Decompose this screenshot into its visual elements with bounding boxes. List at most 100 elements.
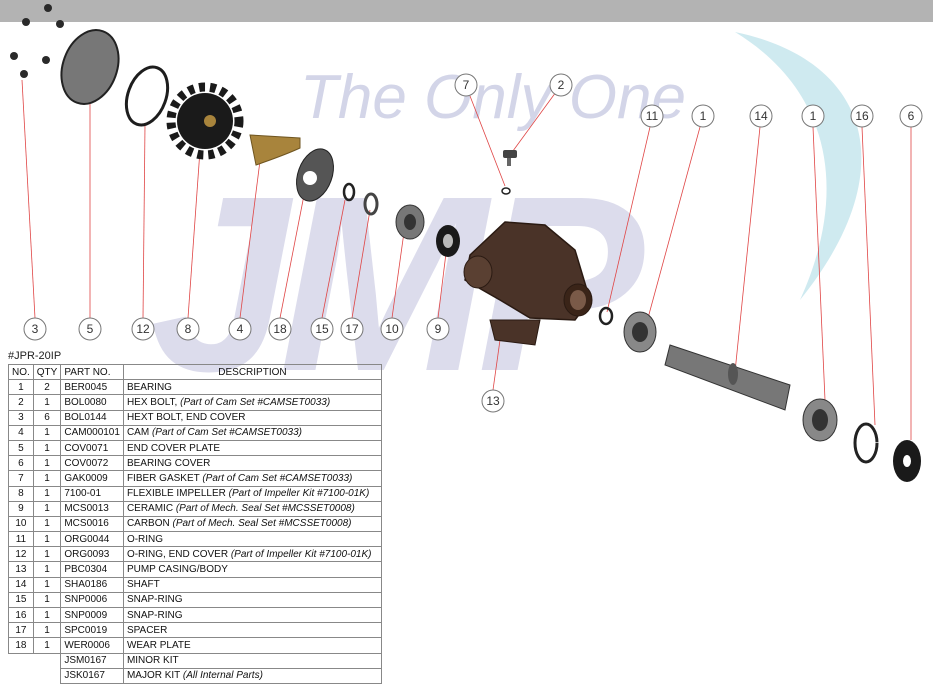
cell-no: 4 [8,424,34,441]
cell-part-no: SNP0009 [60,606,124,624]
cell-no: 12 [8,546,34,563]
cell-description: BEARING COVER [122,455,382,472]
part-bearing-left [623,311,657,353]
part-o-ring-shaft [598,306,614,326]
cell-no: 16 [8,606,34,624]
part-bearing-cover [893,440,921,482]
svg-text:2: 2 [558,78,565,92]
leader-lines [21,79,912,440]
description-note: (All Internal Parts) [182,670,263,682]
cell-description: SPACER [122,622,382,639]
svg-text:6: 6 [908,109,915,123]
description-text: SHAFT [126,579,160,591]
part-snap-ring-large [853,422,879,464]
callout-2: 2 [549,73,573,97]
cell-qty: 1 [32,576,62,593]
callout-7: 7 [454,73,478,97]
cell-qty: 1 [32,622,62,639]
cell-no: 17 [8,622,34,639]
callout-18: 18 [268,317,292,341]
description-text: FIBER GASKET [126,472,203,484]
description-text: BEARING COVER [126,457,211,469]
description-text: BEARING [126,381,172,393]
cell-qty: 1 [32,455,62,472]
callout-8: 8 [176,317,200,341]
callout-14: 14 [749,104,773,128]
callout-1a: 1 [691,104,715,128]
description-text: SPACER [126,624,168,636]
callout-10: 10 [380,317,404,341]
svg-text:9: 9 [435,322,442,336]
description-text: END COVER PLATE [126,442,221,454]
part-cam [249,134,301,166]
cell-description: HEX BOLT, (Part of Cam Set #CAMSET0033) [122,394,382,411]
cell-qty: 1 [32,546,62,563]
part-flexible-impeller [166,82,244,160]
svg-text:1: 1 [810,109,817,123]
cell-no: 2 [8,394,34,411]
svg-text:1: 1 [700,109,707,123]
svg-text:12: 12 [136,322,150,336]
cell-qty: 2 [32,379,62,396]
header-qty: QTY [32,363,62,381]
description-text: O-RING [126,533,164,545]
cell-qty: 1 [32,515,62,533]
cell-qty: 1 [32,637,62,654]
callout-12: 12 [131,317,155,341]
cell-description: BEARING [122,379,382,396]
callout-16: 16 [850,104,874,128]
callout-9: 9 [426,317,450,341]
cell-part-no: MCS0013 [60,500,124,517]
svg-text:7: 7 [463,78,470,92]
watermark-swoosh [735,32,862,300]
cell-qty: 1 [32,500,62,517]
description-text: HEXT BOLT, END COVER [126,412,246,424]
svg-text:17: 17 [345,322,359,336]
cell-part-no: JSK0167 [60,667,124,684]
cell-qty: 1 [32,470,62,487]
cell-no: 5 [8,439,34,457]
svg-text:15: 15 [315,322,329,336]
svg-text:13: 13 [486,394,500,408]
cell-part-no: BER0045 [60,379,124,396]
cell-part-no: MCS0016 [60,515,124,533]
cell-no: 18 [8,637,34,654]
callout-17: 17 [340,317,364,341]
cell-part-no: 7100-01 [60,485,124,502]
description-note: (Part of Impeller Kit #7100-01K) [230,548,372,560]
cell-description: HEXT BOLT, END COVER [122,409,382,426]
cell-description: SNAP-RING [122,591,382,609]
cell-qty: 1 [32,561,62,578]
cell-no: 6 [8,455,34,472]
part-end-cover-bolts [10,4,64,78]
svg-text:5: 5 [87,322,94,336]
cell-no [9,668,34,683]
cell-part-no: GAK0009 [60,470,124,487]
callout-3: 3 [23,317,47,341]
cell-description: CAM (Part of Cam Set #CAMSET0033) [122,424,382,441]
description-note: (Part of Cam Set #CAMSET0033) [151,427,302,439]
description-note: (Part of Impeller Kit #7100-01K) [228,488,370,500]
description-text: CAM [126,427,152,439]
cell-description: MAJOR KIT (All Internal Parts) [122,667,382,684]
callout-13: 13 [481,389,505,413]
cell-part-no: WER0006 [60,637,124,654]
description-text: MINOR KIT [126,655,179,667]
part-fiber-gasket [501,187,511,195]
cell-qty: 1 [32,485,62,502]
description-note: (Part of Mech. Seal Set #MCSSET0008) [175,503,355,515]
cell-qty [33,653,61,668]
cell-description: PUMP CASING/BODY [122,561,382,578]
